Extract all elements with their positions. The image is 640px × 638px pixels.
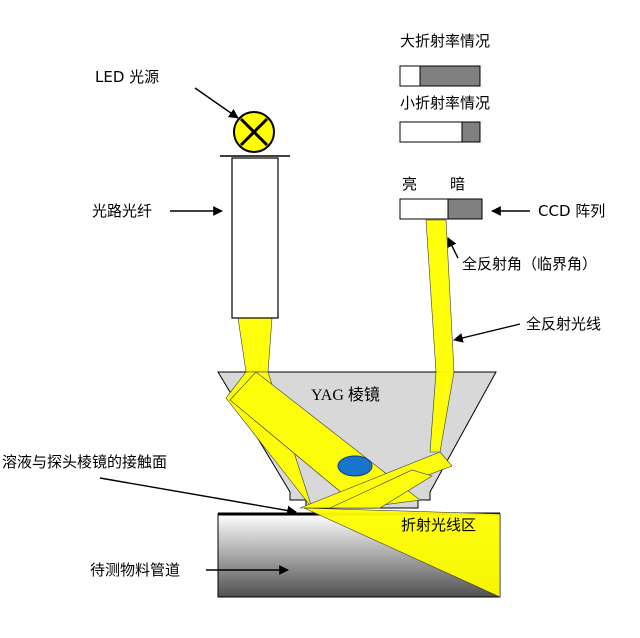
light-beams: [225, 219, 501, 598]
led-label: LED 光源: [95, 68, 160, 86]
ccd-array: [399, 198, 483, 220]
ccd-label: CCD 阵列: [538, 202, 606, 220]
refraction-zone-label: 折射光线区: [401, 516, 477, 534]
fiber-label: 光路光纤: [92, 202, 153, 220]
contact-surface-label: 溶液与探头棱镜的接触面: [2, 453, 168, 471]
critical-angle-label: 全反射角（临界角）: [462, 255, 598, 273]
legend-large-index: [399, 65, 481, 87]
total-reflection-label: 全反射光线: [526, 315, 602, 333]
fiber-optic: [231, 157, 279, 319]
dark-label: 暗: [450, 175, 466, 193]
led-source: [233, 111, 275, 153]
prism-label: YAG 棱镜: [311, 387, 380, 404]
legend-small-index: [399, 121, 481, 143]
large-index-label: 大折射率情况: [400, 32, 491, 50]
small-index-label: 小折射率情况: [400, 94, 491, 112]
sample-drop: [337, 455, 373, 477]
pointer-arrows: [99, 87, 530, 575]
pipe-label: 待测物料管道: [90, 561, 181, 579]
bright-label: 亮: [402, 175, 418, 193]
